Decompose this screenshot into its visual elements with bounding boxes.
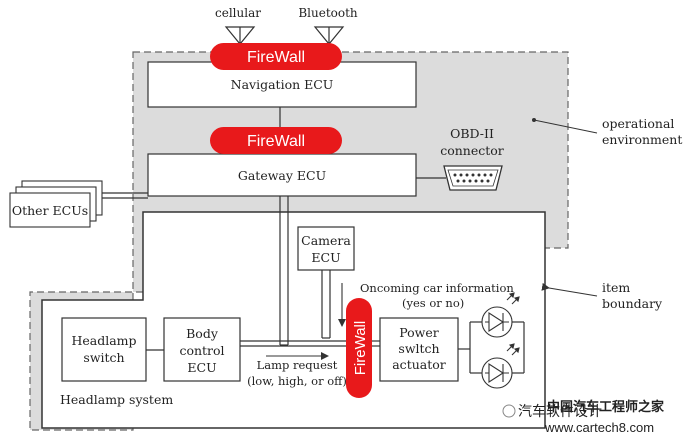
power-actuator-label-line3: actuator <box>392 357 446 372</box>
firewall-middle: FireWall <box>210 127 342 154</box>
camera-ecu-label-line2: ECU <box>311 250 340 265</box>
power-actuator-label-line2: swltch <box>398 341 439 356</box>
oncoming-info-label-line2: (yes or no) <box>402 296 464 310</box>
camera-ecu-label-line1: Camera <box>301 233 351 248</box>
watermark-url: www.cartech8.com <box>544 420 654 435</box>
watermark: 中国汽车工程师之家 汽车软件设计 www.cartech8.com <box>502 399 665 435</box>
headlamp-led-upper-icon <box>481 292 520 338</box>
headlamp-system-label: Headlamp system <box>60 392 173 407</box>
obd-label-line2: connector <box>440 143 504 158</box>
body-control-label-line3: ECU <box>187 360 216 375</box>
firewall-vertical: FireWall <box>346 298 372 398</box>
body-control-label-line2: control <box>179 343 224 358</box>
oncoming-info-label-line1: Oncoming car information <box>360 281 514 295</box>
navigation-ecu-label: Navigation ECU <box>231 77 334 92</box>
operational-environment-label-line2: environment <box>602 132 682 147</box>
other-ecus-stack <box>9 180 103 228</box>
connection-lines <box>102 107 525 374</box>
firewall-vertical-label: FireWall <box>352 321 369 375</box>
headlamp-switch-label-line2: switch <box>83 350 124 365</box>
body-control-label-line1: Body <box>186 326 219 341</box>
item-boundary-label-line2: boundary <box>602 296 663 311</box>
firewall-top: FireWall <box>210 43 342 70</box>
watermark-line2: 汽车软件设计 <box>518 403 602 419</box>
headlamp-switch-label-line1: Headlamp <box>71 333 136 348</box>
lamp-request-label-line2: (low, high, or off) <box>247 374 347 388</box>
item-boundary-label-line1: item <box>602 280 630 295</box>
firewall-top-label: FireWall <box>247 49 305 66</box>
headlamp-switch-box <box>61 317 147 382</box>
obd-connector-icon <box>443 165 503 191</box>
cellular-label: cellular <box>215 6 261 20</box>
obd-label-line1: OBD-II <box>450 126 494 141</box>
camera-ecu-box <box>297 226 355 271</box>
power-switch-actuator-box <box>379 317 459 382</box>
operational-environment-label-line1: operational <box>602 116 674 131</box>
other-ecus-label: Other ECUs <box>12 203 88 218</box>
power-actuator-label-line1: Power <box>399 325 439 340</box>
firewall-middle-label: FireWall <box>247 133 305 150</box>
headlamp-led-lower-icon <box>481 343 520 389</box>
gateway-ecu-label: Gateway ECU <box>238 168 326 183</box>
body-control-ecu-box <box>163 317 241 382</box>
lamp-request-label-line1: Lamp request <box>257 358 338 372</box>
watermark-line1: 中国汽车工程师之家 <box>547 399 665 414</box>
bluetooth-label: Bluetooth <box>298 6 358 20</box>
